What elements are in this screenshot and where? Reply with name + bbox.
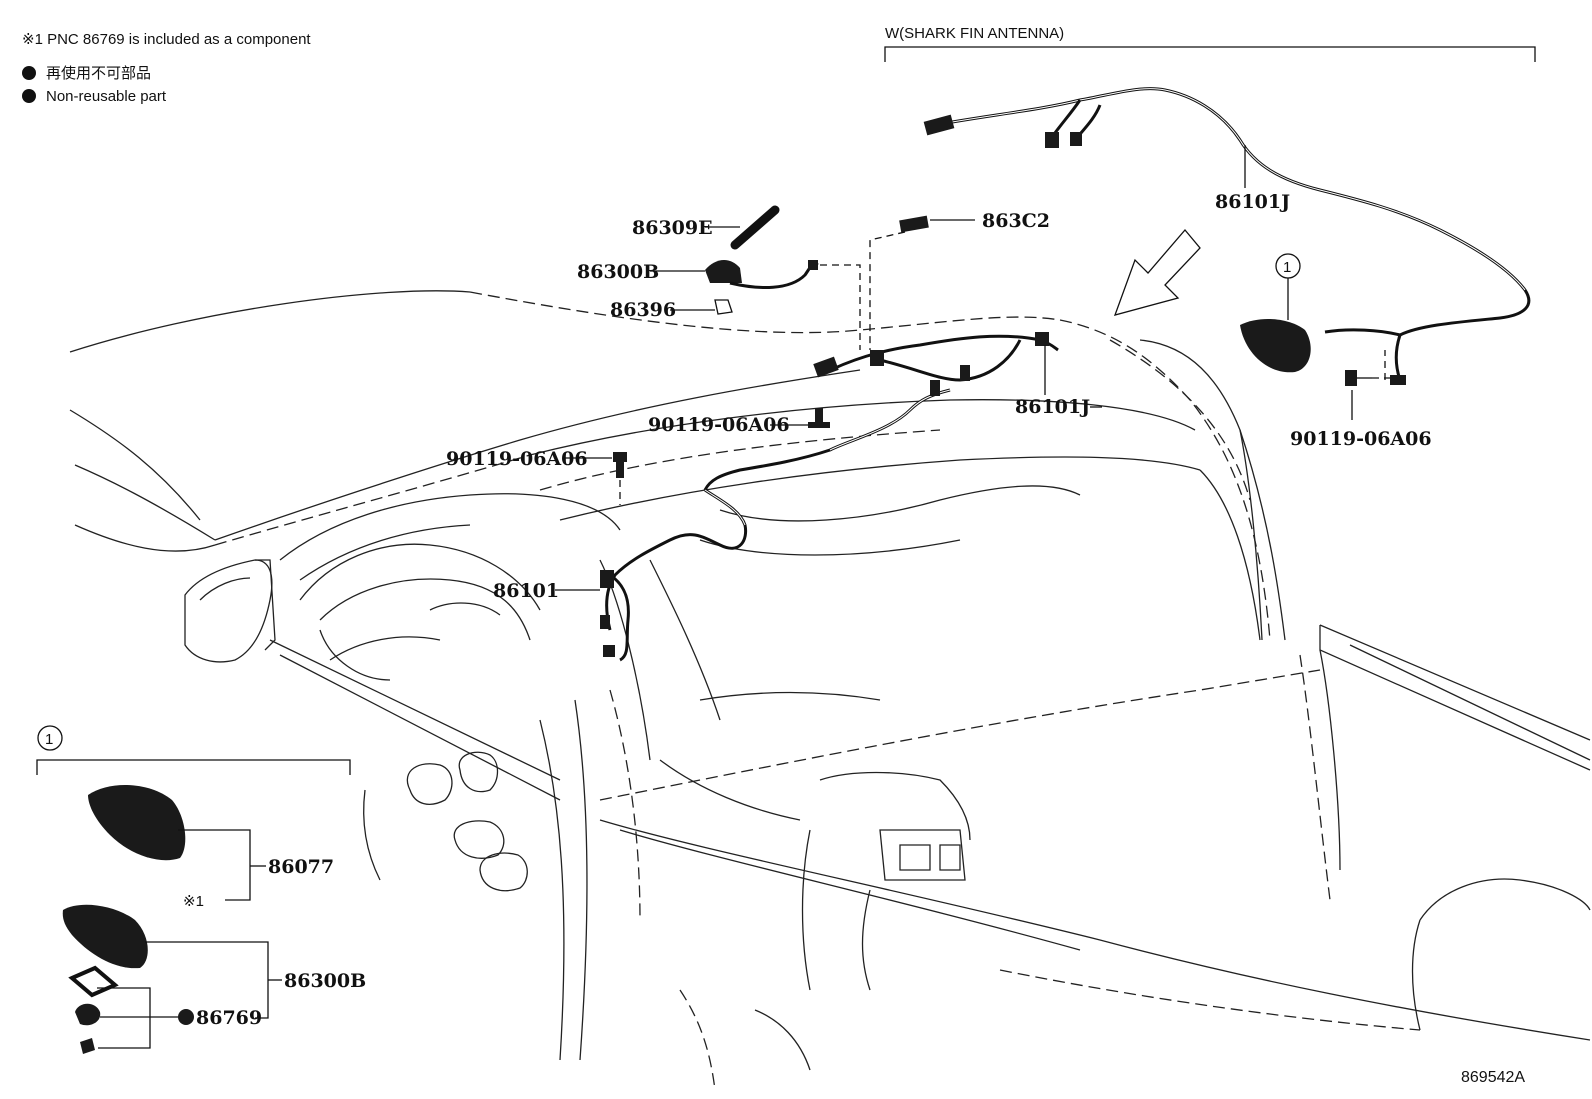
non-reusable-en-text: Non-reusable part — [46, 88, 167, 105]
non-reusable-dot-icon — [22, 89, 36, 103]
label-90119-a: 90119-06A06 — [648, 414, 790, 436]
circle-marker-1: 1 — [1283, 259, 1291, 276]
component-note: ※1 PNC 86769 is included as a component — [22, 31, 311, 48]
label-86769: 86769 — [196, 1007, 262, 1029]
label-86300B-top: 86300B — [577, 261, 659, 283]
drawing-code: 869542A — [1461, 1069, 1525, 1086]
non-reusable-jp-text: 再使用不可部品 — [46, 65, 152, 82]
group-bracket: W(SHARK FIN ANTENNA) — [884, 25, 1536, 62]
label-86101: 86101 — [493, 580, 559, 602]
non-reusable-en-note: Non-reusable part — [22, 88, 166, 105]
inset-breakdown-panel: 1 86077 ※1 86300B 86769 — [36, 725, 366, 1054]
label-86300B-inset: 86300B — [284, 970, 366, 992]
group-title: W(SHARK FIN ANTENNA) — [885, 25, 1064, 42]
label-863C2: 863C2 — [982, 210, 1050, 232]
label-90119-b: 90119-06A06 — [446, 448, 588, 470]
inset-circle-marker: 1 — [45, 731, 53, 748]
non-reusable-dot-icon — [22, 66, 36, 80]
antenna-cable-86101: 86101 — [493, 488, 748, 662]
bolt-90119-b: 90119-06A06 — [446, 448, 627, 505]
ref-mark-1: ※1 — [183, 893, 204, 910]
bolt-icon — [1345, 370, 1372, 386]
label-90119-c: 90119-06A06 — [1290, 428, 1432, 450]
non-reusable-dot-icon — [178, 1009, 194, 1025]
label-86101J-mid: 86101J — [1015, 396, 1090, 418]
label-86101J-top: 86101J — [1215, 191, 1290, 213]
antenna-cable-86101J-mid: 86101J — [703, 332, 1102, 491]
roof-antenna-parts: 86309E 86300B 86396 863C2 — [577, 205, 1050, 350]
non-reusable-jp-note: 再使用不可部品 — [22, 62, 151, 83]
bolt-90119-a: 90119-06A06 — [648, 408, 830, 436]
label-86077: 86077 — [268, 856, 334, 878]
shark-fin-antenna-assembly: 1 90119-06A06 86101J — [1215, 145, 1432, 450]
vehicle-body-outline — [69, 290, 1591, 1091]
direction-arrow-icon — [1113, 228, 1201, 316]
label-86396: 86396 — [610, 299, 676, 321]
label-86309E: 86309E — [632, 217, 713, 239]
antenna-cable-harness-86101J-top — [923, 87, 1531, 385]
